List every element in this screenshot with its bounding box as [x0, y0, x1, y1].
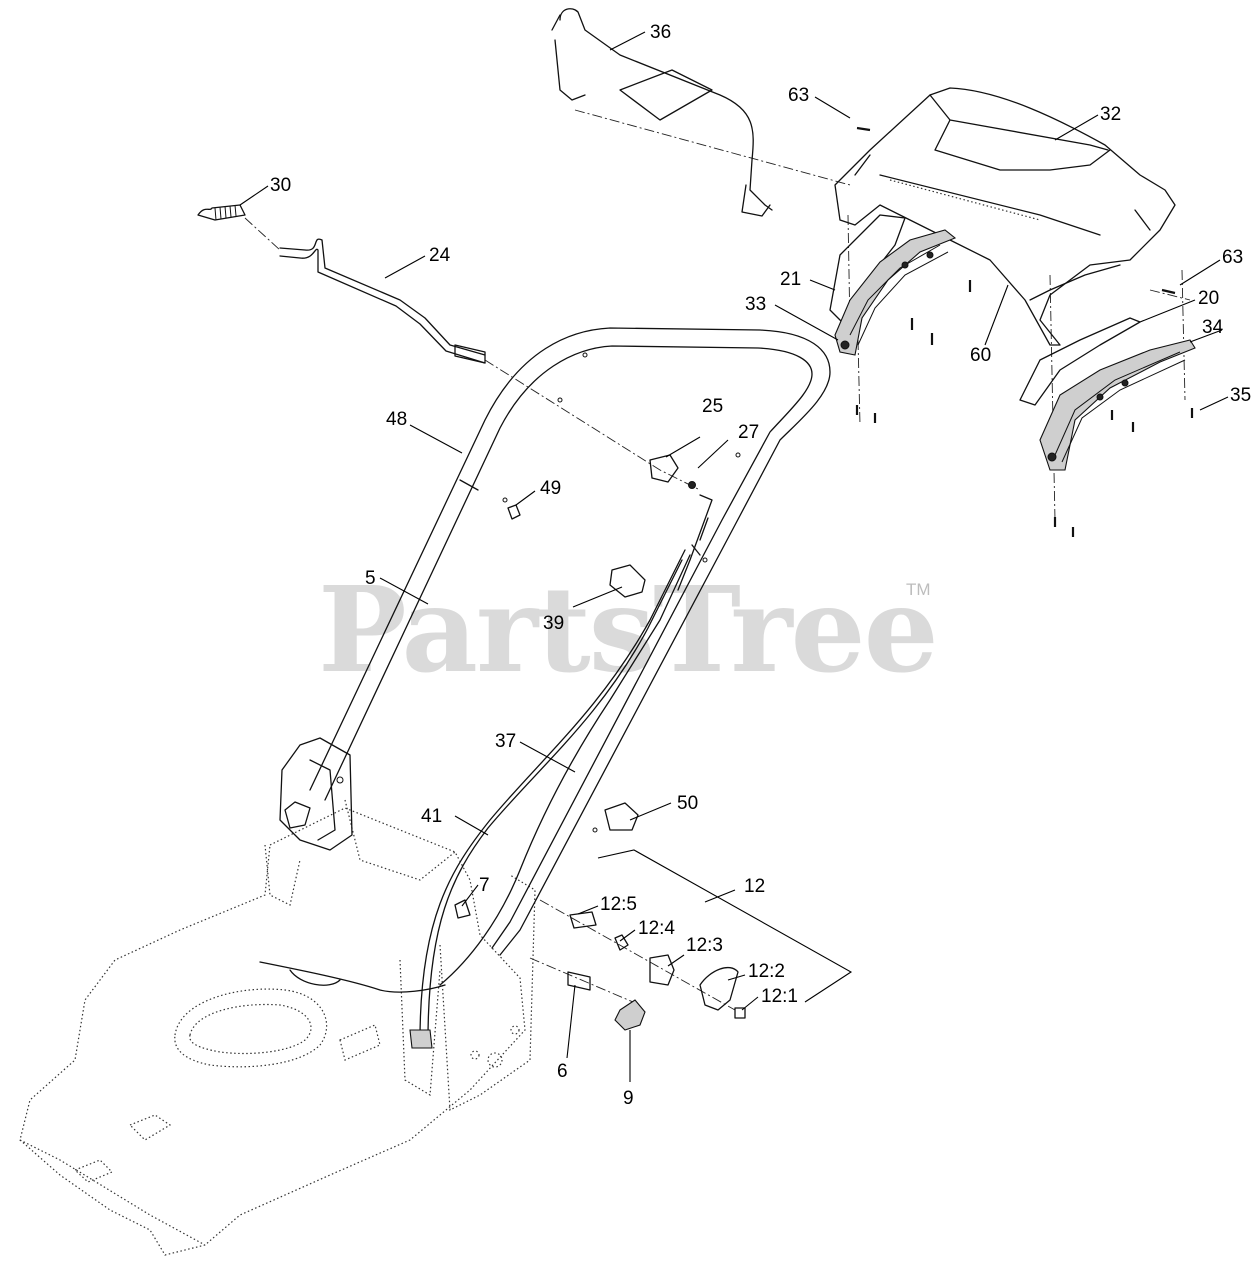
callout-12-1: 12:1	[761, 986, 798, 1007]
callout-32: 32	[1100, 104, 1121, 125]
callout-27: 27	[738, 422, 759, 443]
main-handle	[309, 327, 831, 956]
callout-7: 7	[479, 875, 490, 896]
trademark-symbol: TM	[906, 580, 931, 599]
callout-41: 41	[421, 806, 442, 827]
leader-lines	[239, 31, 1229, 1082]
callout-21: 21	[780, 269, 801, 290]
callout-5: 5	[365, 568, 376, 589]
console	[834, 87, 1176, 346]
handle-lock-kit	[454, 899, 746, 1031]
callout-30: 30	[270, 175, 291, 196]
callout-25: 25	[702, 396, 723, 417]
callout-63-top: 63	[788, 85, 809, 106]
callout-12-4: 12:4	[638, 918, 675, 939]
callout-12-3: 12:3	[686, 935, 723, 956]
callout-12-2: 12:2	[748, 961, 785, 982]
callout-20: 20	[1198, 288, 1219, 309]
callout-9: 9	[623, 1088, 634, 1109]
callout-48: 48	[386, 409, 407, 430]
callout-36: 36	[650, 22, 671, 43]
callout-24: 24	[429, 245, 451, 266]
console-side-trim-right	[1019, 317, 1196, 471]
callout-49: 49	[540, 478, 561, 499]
callout-63-right: 63	[1222, 247, 1243, 268]
callout-6: 6	[557, 1061, 568, 1082]
callout-33: 33	[745, 294, 766, 315]
drive-bail	[279, 238, 486, 364]
callout-60: 60	[970, 345, 991, 366]
callout-37: 37	[495, 731, 516, 752]
callout-12: 12	[744, 876, 765, 897]
callout-50: 50	[677, 793, 698, 814]
callout-35: 35	[1230, 385, 1251, 406]
mower-deck	[19, 799, 536, 1256]
callout-34: 34	[1202, 317, 1224, 338]
upper-grip-bar	[551, 8, 773, 217]
callout-labels: 36 63 32 30 24 21 63 20 33 34 60 35 25 4…	[270, 22, 1251, 1109]
screws	[855, 126, 1194, 537]
watermark-text: PartsTree	[318, 560, 939, 699]
cable-hardware	[259, 454, 713, 1049]
callout-39: 39	[543, 613, 564, 634]
spring	[197, 204, 246, 221]
callout-12-5: 12:5	[600, 894, 637, 915]
console-side-trim	[829, 214, 957, 356]
alignment-lines	[244, 109, 1191, 1011]
handle-bracket	[279, 737, 353, 851]
